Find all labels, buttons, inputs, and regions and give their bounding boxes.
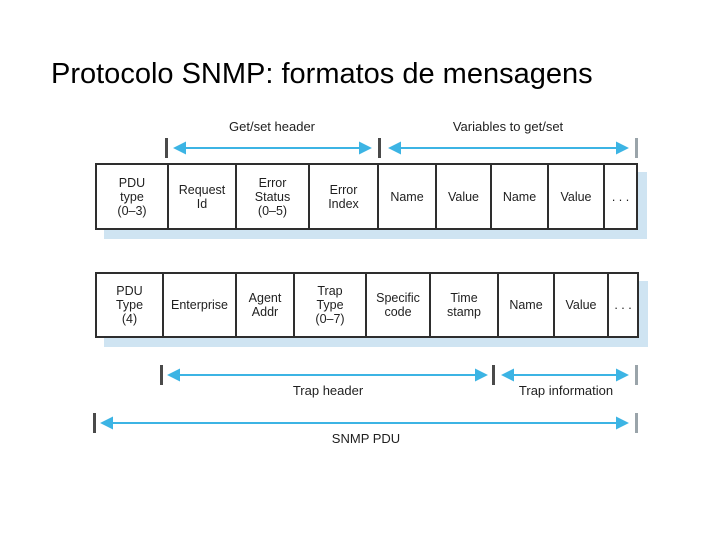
field-pdu-type: PDU Type (4) (97, 274, 164, 336)
field-time-stamp: Time stamp (431, 274, 499, 336)
trap-header-label: Trap header (292, 383, 364, 398)
tick-trap-left (160, 365, 163, 385)
tick-getset-right (378, 138, 381, 158)
field-error-status: Error Status (0–5) (237, 165, 310, 228)
field-trap-type: Trap Type (0–7) (295, 274, 367, 336)
trap-information-label: Trap information (518, 383, 614, 398)
field-name-1: Name (499, 274, 555, 336)
tick-variables-right (635, 138, 638, 158)
snmp-pdu-label: SNMP PDU (331, 431, 401, 446)
tick-trap-right (635, 365, 638, 385)
field-error-index: Error Index (310, 165, 379, 228)
field-value-1: Value (437, 165, 492, 228)
field-enterprise: Enterprise (164, 274, 237, 336)
field-specific-code: Specific code (367, 274, 431, 336)
field-ellipsis: . . . (614, 298, 632, 312)
variables-to-getset-label: Variables to get/set (452, 119, 564, 134)
field-value-2: Value (549, 165, 605, 228)
field-request-id: Request Id (169, 165, 237, 228)
tick-getset-left (165, 138, 168, 158)
field-pdu-type: PDU type (0–3) (97, 165, 169, 228)
field-value-1: Value (555, 274, 609, 336)
getset-pdu-row: PDU type (0–3) Request Id Error Status (… (95, 163, 638, 230)
tick-pdu-left (93, 413, 96, 433)
getset-header-label: Get/set header (229, 119, 315, 134)
field-name-1: Name (379, 165, 437, 228)
tick-trap-mid (492, 365, 495, 385)
slide-title: Protocolo SNMP: formatos de mensagens (51, 58, 593, 90)
field-name-2: Name (492, 165, 549, 228)
tick-pdu-right (635, 413, 638, 433)
field-agent-addr: Agent Addr (237, 274, 295, 336)
trap-pdu-row: PDU Type (4) Enterprise Agent Addr Trap … (95, 272, 639, 338)
field-ellipsis: . . . (611, 189, 630, 204)
